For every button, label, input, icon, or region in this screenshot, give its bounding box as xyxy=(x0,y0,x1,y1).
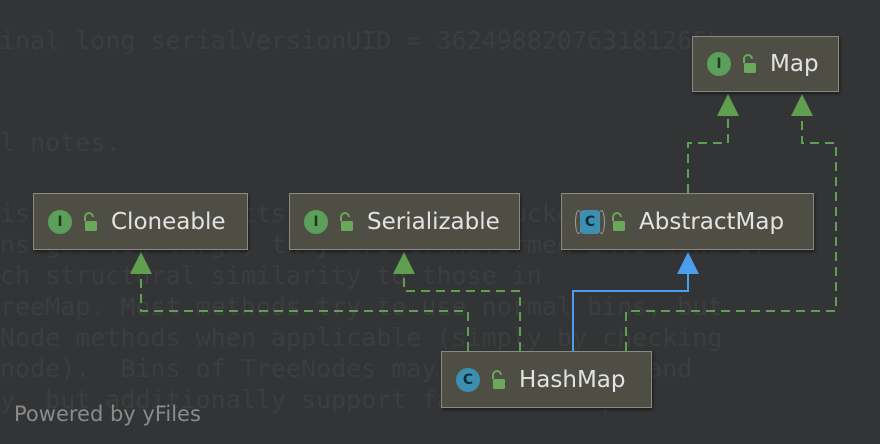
arrowhead-serializable xyxy=(393,252,415,274)
node-label-map: Map xyxy=(770,51,819,77)
node-label-cloneable: Cloneable xyxy=(111,208,226,235)
interface-icon: I xyxy=(48,209,72,234)
arrowhead-abstractmap xyxy=(677,252,699,274)
powered-by-label: Powered by yFiles xyxy=(14,402,201,426)
arrowhead-map-left xyxy=(717,94,739,116)
interface-icon: I xyxy=(707,52,731,76)
unlocked-icon xyxy=(84,211,97,231)
node-map[interactable]: I Map xyxy=(692,36,839,92)
node-label-serializable: Serializable xyxy=(367,208,500,235)
node-cloneable[interactable]: I Cloneable xyxy=(33,193,248,250)
interface-icon: I xyxy=(304,209,328,234)
abstract-class-icon: C xyxy=(575,209,605,234)
edge-hashmap-abstractmap xyxy=(572,274,689,351)
node-label-abstractmap: AbstractMap xyxy=(639,208,785,235)
unlocked-icon xyxy=(492,369,505,389)
arrowhead-map-right xyxy=(791,94,813,116)
node-abstractmap[interactable]: C AbstractMap xyxy=(561,193,814,250)
unlocked-icon xyxy=(340,211,353,231)
node-label-hashmap: HashMap xyxy=(519,366,626,393)
edge-hashmap-map xyxy=(625,116,837,351)
edge-hashmap-cloneable xyxy=(140,274,469,351)
node-serializable[interactable]: I Serializable xyxy=(289,193,520,250)
class-icon: C xyxy=(456,367,480,392)
edge-abstractmap-map xyxy=(687,116,729,193)
unlocked-icon xyxy=(612,211,625,231)
unlocked-icon xyxy=(743,54,756,73)
arrowhead-cloneable xyxy=(130,252,152,274)
edge-hashmap-serializable xyxy=(403,274,521,351)
node-hashmap[interactable]: C HashMap xyxy=(441,351,652,408)
